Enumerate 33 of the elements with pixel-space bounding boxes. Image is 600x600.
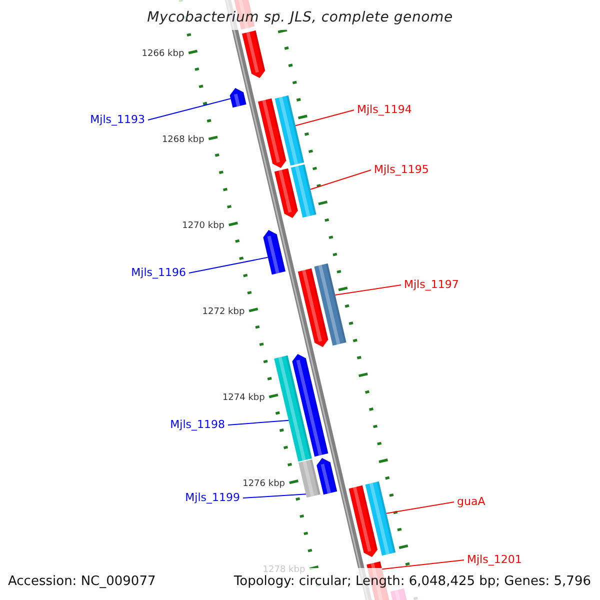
leader-line	[228, 420, 290, 426]
gene-label: Mjls_1198	[170, 418, 225, 432]
leader-line	[386, 502, 454, 514]
tick-label: 1274 kbp	[222, 394, 265, 404]
leader-line	[188, 256, 268, 274]
title: Mycobacterium sp. JLS, complete genome	[147, 10, 453, 26]
gene-label: Mjls_1195	[374, 164, 429, 176]
gene-block	[290, 164, 316, 218]
gene-block	[263, 230, 286, 275]
gene-block	[314, 263, 346, 346]
gene-block	[230, 88, 246, 108]
tick-label: 1276 kbp	[242, 480, 286, 490]
gene-block	[298, 459, 320, 498]
gene-label: Mjls_1199	[185, 492, 240, 504]
gene-label: guaA	[457, 496, 486, 508]
gene-block	[274, 355, 312, 462]
leader-line	[148, 98, 232, 120]
accession-text: Accession: NC_009077	[8, 574, 156, 590]
leader-line	[295, 110, 354, 126]
tick-label: 1270 kbp	[182, 222, 225, 232]
tick-label: 1268 kbp	[162, 136, 204, 146]
leader-line	[310, 170, 372, 190]
leader-line	[382, 560, 464, 570]
genome-summary-text: Topology: circular; Length: 6,048,425 bp; Genes: 5,796	[234, 574, 591, 590]
gene-block	[274, 95, 304, 166]
tick-label: 1266 kbp	[142, 50, 184, 60]
gene-label: Mjls_1201	[467, 554, 522, 566]
gene-label: Mjls_1194	[357, 104, 412, 116]
gene-label: Mjls_1193	[90, 114, 145, 126]
gene-label: Mjls_1197	[404, 278, 459, 292]
gene-block	[365, 481, 396, 556]
tick-label: 1272 kbp	[202, 308, 245, 318]
gene-label: Mjls_1196	[131, 266, 186, 280]
